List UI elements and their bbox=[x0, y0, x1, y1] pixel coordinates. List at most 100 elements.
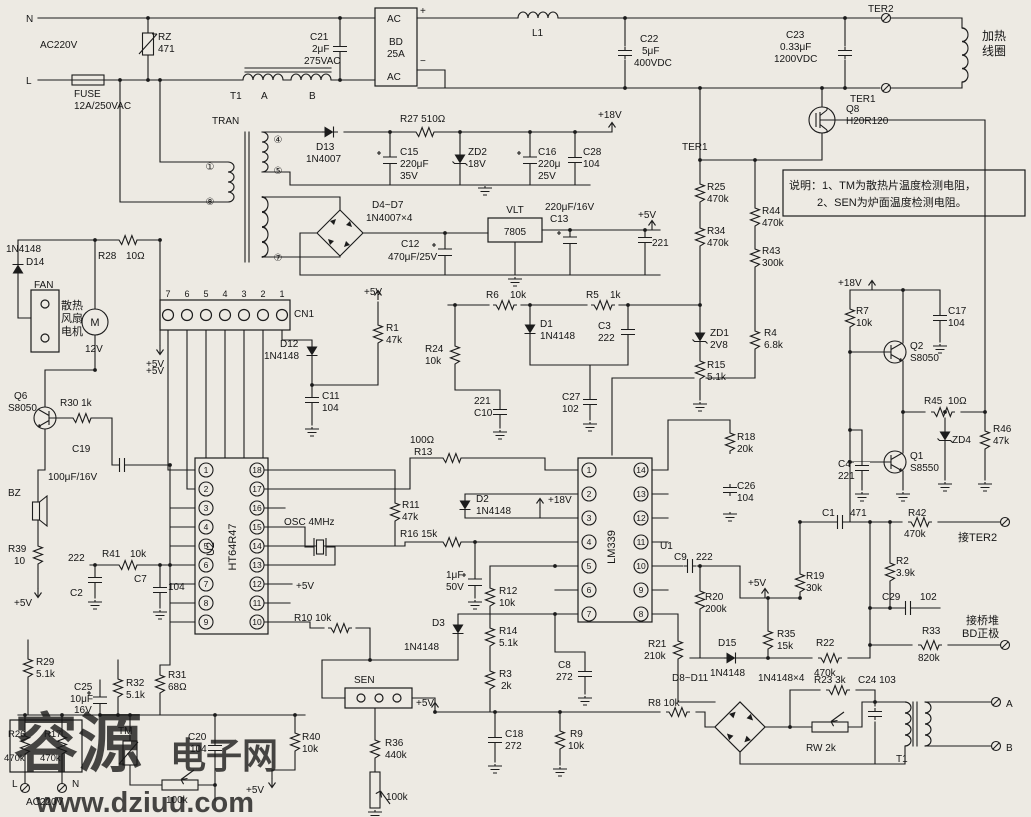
ground-icon bbox=[722, 511, 738, 522]
resistor-R28 bbox=[115, 233, 141, 247]
r10: R10 10k bbox=[294, 613, 332, 624]
zd4: ZD4 bbox=[952, 435, 971, 446]
u2-pl4: 4 bbox=[204, 522, 209, 532]
fan-12v: 12V bbox=[85, 344, 103, 355]
wires-transformer-rails bbox=[119, 79, 661, 276]
u1-pr10: 10 bbox=[636, 561, 646, 571]
r42-val: 470k bbox=[904, 529, 927, 540]
r9-val: 10k bbox=[568, 741, 585, 752]
r36-val: 440k bbox=[385, 750, 408, 761]
u2-name: U2 bbox=[205, 542, 217, 556]
r28-val: 10Ω bbox=[126, 251, 145, 262]
out-b: B bbox=[1006, 743, 1013, 754]
cn1-p5: 5 bbox=[203, 289, 208, 299]
r7: R7 bbox=[856, 306, 869, 317]
ground-icon bbox=[152, 609, 168, 620]
resistor-R34 bbox=[693, 224, 707, 250]
q1-val: S8550 bbox=[910, 463, 939, 474]
potentiometer-RW bbox=[811, 711, 849, 733]
c16-v2: 25V bbox=[538, 171, 556, 182]
capacitor-C17 bbox=[931, 311, 949, 325]
ground-icon bbox=[895, 491, 911, 502]
capacitor-C27 bbox=[581, 395, 599, 409]
p5v-h: +5V bbox=[416, 698, 434, 709]
p18v-c: +18V bbox=[548, 495, 572, 506]
note-box bbox=[782, 169, 1026, 217]
u1-pl2-circle bbox=[581, 486, 597, 502]
ground-icon bbox=[582, 421, 598, 432]
r6-val: 10k bbox=[510, 290, 527, 301]
r21: R21 bbox=[648, 639, 667, 650]
t1-b: B bbox=[309, 91, 316, 102]
d14: D14 bbox=[26, 257, 45, 268]
resistor-R20 bbox=[693, 587, 707, 613]
u1-pr14: 14 bbox=[636, 465, 646, 475]
capacitor-C23 bbox=[836, 46, 854, 60]
c23-v2: 1200VDC bbox=[774, 54, 817, 65]
r13-v1: 100Ω bbox=[410, 435, 435, 446]
pot2-val: 100k bbox=[386, 792, 409, 803]
u1-pl6-circle bbox=[581, 582, 597, 598]
bz: BZ bbox=[8, 488, 21, 499]
c21-v1: 2μF bbox=[312, 44, 329, 55]
resistor-R29 bbox=[21, 655, 35, 681]
r30: R30 1k bbox=[60, 398, 93, 409]
p18v-a: +18V bbox=[598, 110, 622, 121]
bd-minus: − bbox=[420, 56, 426, 67]
r16: R16 15k bbox=[400, 529, 438, 540]
resistor-R11 bbox=[388, 499, 402, 525]
c24: C24 103 bbox=[858, 675, 896, 686]
p5v-f: +5V bbox=[146, 366, 164, 377]
r12-val: 10k bbox=[499, 598, 516, 609]
transistor-Q1 bbox=[883, 450, 907, 474]
resistor-R27 bbox=[412, 125, 438, 139]
regulator-7805-box bbox=[487, 217, 543, 243]
choke-T1-A bbox=[242, 73, 284, 81]
capacitor-C18 bbox=[486, 733, 504, 747]
wires-bottom bbox=[17, 564, 992, 809]
c20-val: 104 bbox=[190, 744, 207, 755]
resistor-R9 bbox=[553, 727, 567, 753]
c16-v1: 220μ bbox=[538, 159, 561, 170]
c2-val: 222 bbox=[68, 553, 85, 564]
terminal-to-BD-positive bbox=[999, 639, 1011, 651]
capacitor-C8 bbox=[576, 667, 594, 681]
block-outlines bbox=[9, 7, 1026, 773]
ground-icon bbox=[932, 343, 948, 354]
u1-pl4: 4 bbox=[587, 537, 592, 547]
capacitor-C11 bbox=[303, 393, 321, 407]
r19: R19 bbox=[806, 571, 825, 582]
u1-pr10-circle bbox=[633, 558, 649, 574]
cn1-pin-circle bbox=[161, 308, 175, 322]
mains-sense-box bbox=[9, 719, 83, 773]
diode-D13 bbox=[321, 124, 339, 140]
u1-pr11: 11 bbox=[637, 537, 646, 547]
u2-pr14: 14 bbox=[252, 541, 262, 551]
r43-val: 300k bbox=[762, 258, 785, 269]
capacitor-C7 bbox=[151, 583, 169, 597]
igbt-Q8 bbox=[808, 106, 836, 134]
ground-icon bbox=[552, 766, 568, 777]
wm-name-2: 电子网 bbox=[170, 735, 278, 776]
c18: C18 bbox=[505, 729, 524, 740]
r14-val: 5.1k bbox=[499, 638, 519, 649]
p5v-g: +5V bbox=[364, 287, 382, 298]
diode-D12 bbox=[304, 343, 320, 361]
capacitor-221 bbox=[636, 233, 654, 247]
r25-val: 470k bbox=[707, 194, 730, 205]
c25: C25 bbox=[74, 682, 93, 693]
u1-pl4-circle bbox=[581, 534, 597, 550]
r11: R11 bbox=[402, 500, 420, 511]
p5v-d: +5V bbox=[14, 598, 32, 609]
d47: D4~D7 bbox=[372, 200, 404, 211]
ground-icon bbox=[477, 185, 493, 196]
u2-pl7: 7 bbox=[204, 579, 209, 589]
r29: R29 bbox=[36, 657, 55, 668]
labels-layer: NAC220VLRZ471FUSE12A/250VACC212μF275VACT… bbox=[4, 4, 1013, 808]
sen-connector-box bbox=[344, 687, 413, 709]
u2-pr17-circle bbox=[249, 481, 265, 497]
d12: D12 bbox=[280, 339, 299, 350]
tran-p1: ① bbox=[206, 162, 215, 173]
